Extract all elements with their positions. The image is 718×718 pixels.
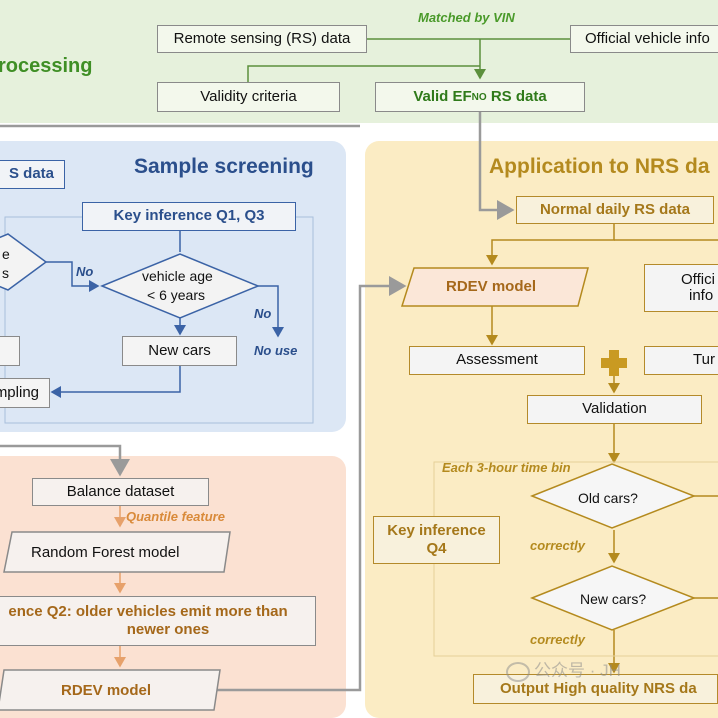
- preprocessing-title: rocessing: [0, 55, 93, 77]
- vehicle-age-line1: vehicle age: [142, 268, 213, 284]
- preprocessing-panel: [0, 0, 718, 123]
- matched-by-vin-label: Matched by VIN: [418, 10, 515, 25]
- new-cars-question-label: New cars?: [580, 591, 647, 607]
- rdev-model-shape: [400, 267, 589, 307]
- new-cars-diamond: [529, 565, 697, 631]
- official-vehicle-info-box: Official vehicle info: [570, 25, 718, 53]
- time-bin-label: Each 3-hour time bin: [442, 460, 571, 475]
- random-forest-shape: [3, 531, 231, 573]
- correctly-label-1: correctly: [530, 538, 585, 553]
- left-empty-box: [0, 336, 20, 366]
- new-cars-box: New cars: [122, 336, 237, 366]
- rdev-bottom-shape: [0, 669, 221, 711]
- watermark-icon: [506, 661, 530, 682]
- official-info-box: Offici info: [644, 264, 718, 312]
- inference-q2-line2: newer ones: [126, 621, 210, 638]
- valid-ef-suffix: RS data: [486, 87, 547, 105]
- validation-box: Validation: [527, 395, 702, 424]
- plus-icon: [601, 350, 627, 376]
- official-info-line1: Offici: [681, 270, 715, 288]
- left-decision-diamond: [0, 233, 48, 291]
- valid-ef-sub: NO: [471, 91, 487, 103]
- rdev-model-bottom-label: RDEV model: [61, 682, 152, 699]
- key-inference-q4-line2: Q4: [426, 540, 447, 557]
- vehicle-age-line2: < 6 years: [147, 287, 205, 303]
- quantile-feature-label: Quantile feature: [126, 509, 225, 524]
- left-diamond-line1: e: [2, 246, 10, 262]
- rdev-model-app-label: RDEV model: [446, 278, 537, 295]
- sampling-box: mpling: [0, 378, 50, 408]
- assessment-box: Assessment: [409, 346, 585, 375]
- official-info-line2: info: [689, 287, 714, 304]
- no-use-label: No use: [254, 343, 298, 358]
- application-title: Application to NRS da: [489, 155, 710, 178]
- correctly-label-2: correctly: [530, 632, 585, 647]
- key-inference-q1-q3-box: Key inference Q1, Q3: [82, 202, 296, 231]
- inference-q2-box: ence Q2: older vehicles emit more than n…: [0, 596, 316, 646]
- vehicle-age-diamond: [100, 253, 260, 319]
- validity-criteria-box: Validity criteria: [157, 82, 340, 112]
- valid-ef-prefix: Valid EF: [413, 87, 472, 105]
- watermark-label: 公众号 · JH: [534, 661, 621, 680]
- watermark-text: 公众号 · JH: [506, 656, 621, 682]
- left-diamond-line2: s: [2, 265, 9, 281]
- no-label-2: No: [254, 306, 272, 321]
- random-forest-model-label: Random Forest model: [31, 544, 180, 561]
- normal-daily-rs-box: Normal daily RS data: [516, 196, 714, 224]
- no-label-1: No: [76, 264, 94, 279]
- old-cars-diamond: [529, 463, 697, 529]
- balance-dataset-box: Balance dataset: [32, 478, 209, 506]
- rs-data-box: Remote sensing (RS) data: [157, 25, 367, 53]
- turnover-box: Tur: [644, 346, 718, 375]
- rs-data-partial-box: S data: [0, 160, 65, 189]
- output-box: Output High quality NRS da: [473, 674, 718, 704]
- application-panel: [365, 141, 718, 718]
- sample-screening-title: Sample screening: [134, 155, 314, 178]
- key-inference-q4-line1: Key inference: [387, 521, 486, 539]
- inference-q2-line1: ence Q2: older vehicles emit more than: [8, 602, 288, 620]
- old-cars-label: Old cars?: [578, 490, 638, 506]
- key-inference-q4-box: Key inference Q4: [373, 516, 500, 564]
